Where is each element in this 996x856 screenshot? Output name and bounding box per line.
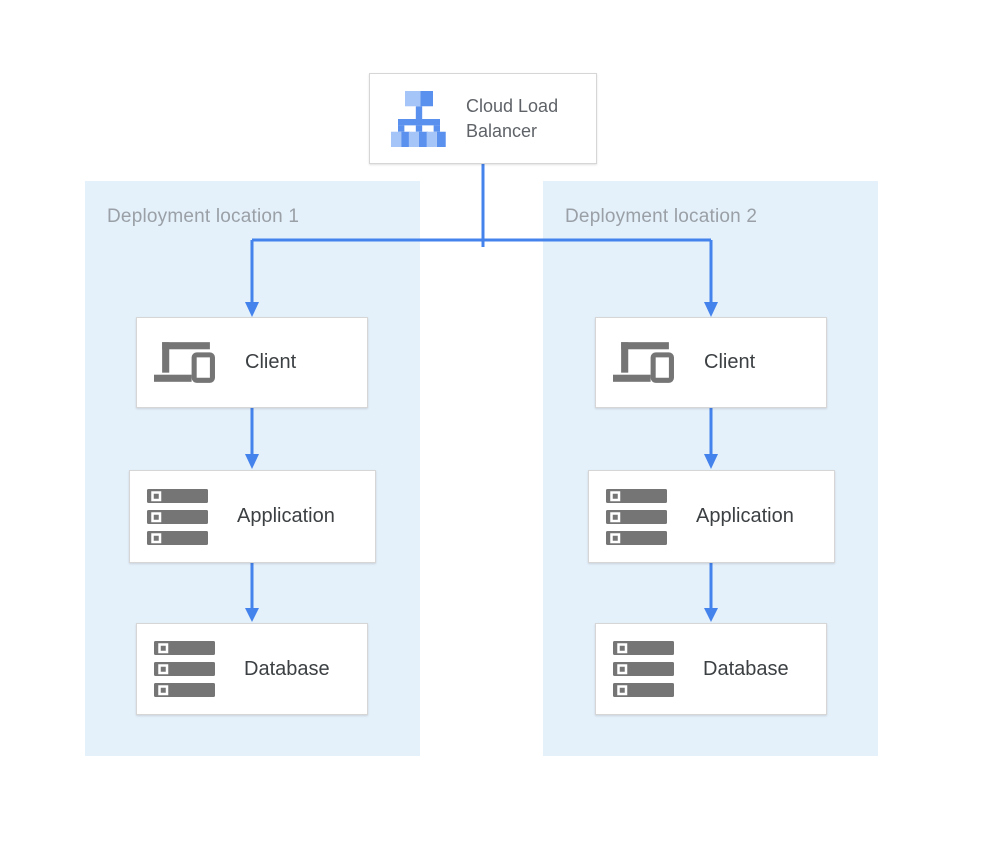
client-node-location-2: Client (595, 317, 827, 408)
node-label: Client (704, 351, 756, 373)
node-label: Database (244, 657, 330, 680)
client-devices-icon (613, 341, 675, 384)
node-label: Application (237, 505, 335, 527)
client-devices-icon (154, 341, 216, 384)
server-stack-icon (606, 488, 667, 545)
load-balancer-node: Cloud Load Balancer (369, 73, 597, 164)
client-node-location-1: Client (136, 317, 368, 408)
node-label: Database (703, 657, 789, 680)
server-stack-icon (613, 641, 674, 697)
database-node-location-1: Database (136, 623, 368, 715)
load-balancer-label: Cloud Load Balancer (466, 95, 559, 141)
load-balancer-icon (391, 90, 446, 147)
node-label: Application (696, 505, 794, 527)
application-node-location-1: Application (129, 470, 376, 563)
zone-title: Deployment location 1 (107, 206, 300, 227)
server-stack-icon (147, 488, 208, 545)
node-label: Client (245, 351, 297, 373)
zone-title: Deployment location 2 (565, 206, 758, 227)
database-node-location-2: Database (595, 623, 827, 715)
application-node-location-2: Application (588, 470, 835, 563)
server-stack-icon (154, 641, 215, 697)
